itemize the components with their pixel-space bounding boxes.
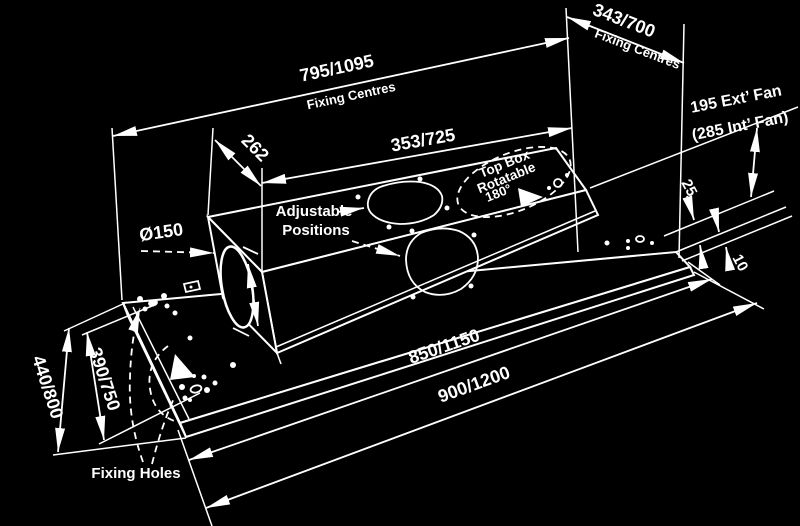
dim-900-value: 900/1200 bbox=[435, 362, 512, 406]
dimension-10: 10 bbox=[709, 207, 752, 275]
dimension-25: 25 bbox=[678, 177, 709, 270]
dim-390-value: 390/750 bbox=[85, 345, 124, 413]
rotation-arc bbox=[148, 345, 178, 423]
duct-diameter-label: Ø150 bbox=[138, 219, 184, 245]
dim-795-value: 795/1095 bbox=[298, 51, 376, 86]
plate-rim-line bbox=[132, 306, 190, 420]
duct-diameter-callout: Ø150 bbox=[138, 219, 215, 258]
rotation-arrow-icon bbox=[518, 188, 543, 207]
dim-262-value: 262 bbox=[238, 130, 273, 165]
dimension-fan-height: 195 Ext’ Fan (285 Int’ Fan) bbox=[589, 82, 799, 262]
fixing-holes-arrow-icon bbox=[170, 354, 195, 380]
dim-10-value: 10 bbox=[729, 252, 752, 275]
fixing-holes-label: Fixing Holes bbox=[91, 465, 180, 482]
adjustable-label-line1: Adjustable bbox=[276, 203, 353, 220]
top-face-cutout bbox=[366, 180, 444, 225]
fixing-holes-callout: Fixing Holes bbox=[91, 307, 195, 482]
dim-795-caption: Fixing Centres bbox=[305, 79, 396, 112]
dim-440-value: 440/800 bbox=[28, 353, 67, 421]
adjustable-label-line2: Positions bbox=[282, 222, 350, 239]
dim-25-value: 25 bbox=[678, 177, 701, 200]
